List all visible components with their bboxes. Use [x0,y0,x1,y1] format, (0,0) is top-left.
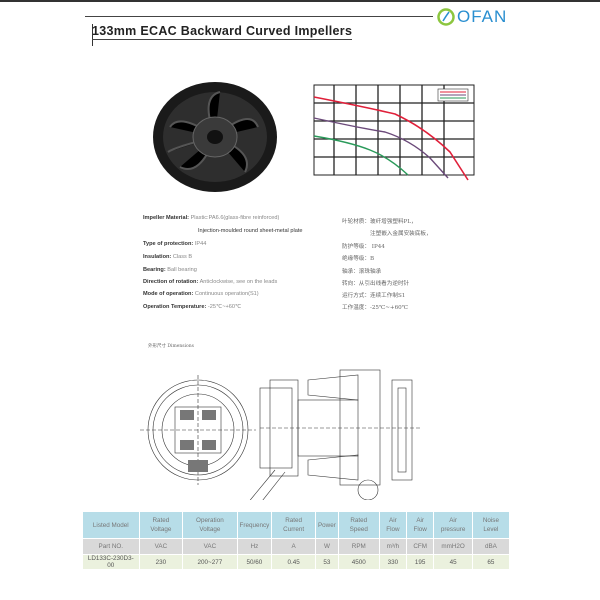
spec-item-cn: 转向：从引出线看为逆时针 [342,281,410,287]
table-cell: Power [314,511,339,539]
table-cell: 65 [471,554,511,570]
table-cell: 200~277 [182,554,238,570]
table-cell: Noise Level [471,511,511,539]
impeller-photo [153,82,277,192]
spec-item-cn: 运行方式：连续工作制S1 [342,293,406,299]
table-cell: A [271,538,316,555]
table-cell: Air Flow [378,511,408,539]
table-cell: 4500 [337,554,380,570]
table-cell: m³/h [378,538,408,555]
table-cell: 53 [314,554,339,570]
spec-item-cn: 绝缘等级：B [342,256,375,262]
dimension-drawing [140,369,420,500]
table-cell: 50/60 [236,554,273,570]
table-cell: Rated Speed [337,511,380,539]
spec-item: Mode of operation: Continuous operation(… [143,291,259,297]
table-cell: Hz [236,538,273,555]
spec-item-cn: 防护等级： IP44 [342,244,385,250]
table-cell: W [314,538,339,555]
table-cell: LD133C-230D3-00 [82,554,140,570]
table-cell: Listed Model [82,511,140,539]
table-cell: CFM [406,538,435,555]
performance-chart [313,84,475,181]
table-cell: Operation Voltage [182,511,238,539]
spec-item-cn: 工作温度：-25℃~+60℃ [342,305,408,311]
table-cell: 195 [406,554,435,570]
spec-item: Type of protection: IP44 [143,241,207,247]
spec-item: Bearing: Ball bearing [143,267,197,273]
spec-item: Insulation: Class B [143,254,193,260]
logo-text: OFAN [457,7,508,26]
table-cell: RPM [337,538,380,555]
table-cell: Rated Current [271,511,316,539]
logo-ring-icon [437,8,455,26]
table-cell: Air Flow [406,511,435,539]
title-marker [92,24,93,46]
spec-item: Impeller Material: Plastic:PA6.6(glass-f… [143,215,280,221]
table-cell: Rated Voltage [138,511,184,539]
ofan-logo: OFAN [437,7,507,27]
table-cell: Air pressure [433,511,473,539]
table-cell: Part NO. [82,538,140,555]
top-border [0,0,600,2]
table-cell: VAC [138,538,184,555]
page-title: 133mm ECAC Backward Curved Impellers [92,24,353,40]
spec-item: Operation Temperature: -25℃~+60℃ [143,304,242,310]
spec-item-cn: 注塑嵌入金属安装底板， [370,231,432,237]
table-cell: 0.45 [271,554,316,570]
table-cell: mmH2O [433,538,473,555]
table-cell: 45 [433,554,473,570]
spec-item-cn: 叶轮材质：玻纤增强塑料PL， [342,219,417,225]
table-cell: 330 [378,554,408,570]
dimensions-label: 外形尺寸 Dimensions [148,344,194,349]
header-rule [85,16,433,17]
table-cell: Frequency [236,511,273,539]
spec-item: Injection-moulded round sheet-metal plat… [198,228,303,234]
spec-item: Direction of rotation: Anticlockwise, se… [143,279,278,285]
table-cell: dBA [471,538,511,555]
table-cell: 230 [138,554,184,570]
spec-item-cn: 轴承：滚珠轴承 [342,269,382,275]
table-cell: VAC [182,538,238,555]
